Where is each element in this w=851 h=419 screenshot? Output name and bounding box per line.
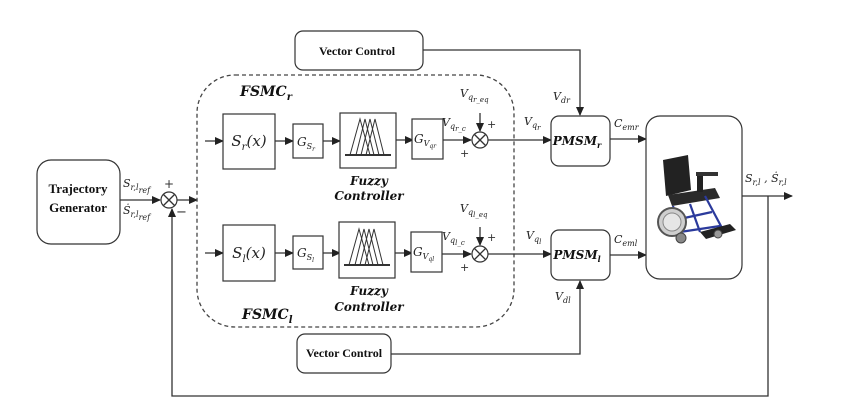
sliding-surface-l-block: Sl(x): [222, 224, 276, 282]
vq-r-label: Vqr: [524, 115, 541, 132]
gain-s-l-block: GSl: [292, 235, 324, 270]
membership-functions-icon: [345, 117, 391, 156]
fuzzy-controller-l-block: [338, 221, 396, 279]
vq-r-c-label: Vqr_c: [442, 116, 466, 133]
sliding-surface-r-block: Sr(x): [222, 113, 276, 170]
sliding-surface-l-label: Sl(x): [232, 244, 266, 265]
membership-functions-icon: [344, 227, 390, 266]
sum-r-plus-top: +: [487, 118, 496, 131]
summing-junction-l: [471, 245, 489, 263]
main-sum-plus: +: [164, 177, 174, 191]
pmsm-r-block: PMSMr: [550, 115, 611, 167]
sum-l-plus-left: +: [460, 261, 469, 274]
feedback-line: [168, 196, 769, 397]
vd-l-arrow: [391, 280, 584, 355]
cem-l-label: Ceml: [614, 233, 638, 248]
main-summing-junction: [160, 191, 178, 209]
fuzzy-l-label-2: Controller: [334, 300, 405, 314]
output-label: Sr,l , Ṡr,l: [745, 171, 787, 187]
sum-r-plus-left: +: [460, 147, 469, 160]
fuzzy-r-label-2: Controller: [334, 189, 405, 203]
pmsm-l-label: PMSMl: [552, 248, 600, 264]
fsmc-container: [196, 74, 515, 328]
vector-control-bottom-block: Vector Control: [296, 333, 392, 374]
trajectory-generator-label-1: Trajectory: [49, 181, 108, 196]
vq-l-eq-label: Vql_eq: [460, 202, 488, 219]
summing-junction-r: [471, 131, 489, 149]
pmsm-r-label: PMSMr: [552, 134, 602, 150]
fsmc-r-title: FSMCr: [239, 84, 293, 103]
cem-r-label: Cemr: [614, 117, 640, 132]
vector-control-bottom-label: Vector Control: [306, 346, 383, 360]
wheelchair-icon: [657, 155, 736, 244]
vector-control-top-block: Vector Control: [294, 30, 424, 71]
gain-s-r-label: GSr: [297, 135, 316, 153]
sliding-surface-r-label: Sr(x): [231, 132, 266, 153]
trajectory-generator-label-2: Generator: [49, 200, 107, 215]
sum-l-plus-top: +: [487, 231, 496, 244]
vq-l-c-label: Vql_c: [442, 230, 465, 247]
fuzzy-l-label-1: Fuzzy: [349, 284, 389, 298]
wheelchair-plant-block: [645, 115, 743, 280]
fsmc-l-title: FSMCl: [241, 307, 293, 326]
s-ref-label: Sr,lref: [123, 177, 152, 195]
gain-v-l-block: GVql: [410, 231, 443, 273]
vd-l-label: Vdl: [555, 290, 571, 305]
fuzzy-controller-r-block: [339, 112, 397, 169]
pmsm-l-block: PMSMl: [550, 229, 611, 281]
gain-v-r-label: GVqr: [414, 132, 437, 150]
vector-control-top-label: Vector Control: [319, 44, 396, 58]
vq-r-eq-label: Vqr_eq: [460, 87, 489, 104]
gain-s-l-label: GSl: [297, 246, 314, 264]
gain-s-r-block: GSr: [292, 123, 324, 159]
vd-r-label: Vdr: [553, 90, 571, 105]
fuzzy-r-label-1: Fuzzy: [349, 174, 389, 188]
vd-r-arrow: [423, 49, 584, 116]
vq-l-label: Vql: [526, 229, 541, 246]
main-sum-minus: −: [176, 205, 187, 220]
trajectory-generator-block: Trajectory Generator: [36, 159, 121, 245]
gain-v-l-label: GVql: [413, 245, 434, 263]
gain-v-r-block: GVqr: [411, 118, 444, 160]
s-dot-ref-label: Ṡr,lref: [123, 203, 152, 222]
